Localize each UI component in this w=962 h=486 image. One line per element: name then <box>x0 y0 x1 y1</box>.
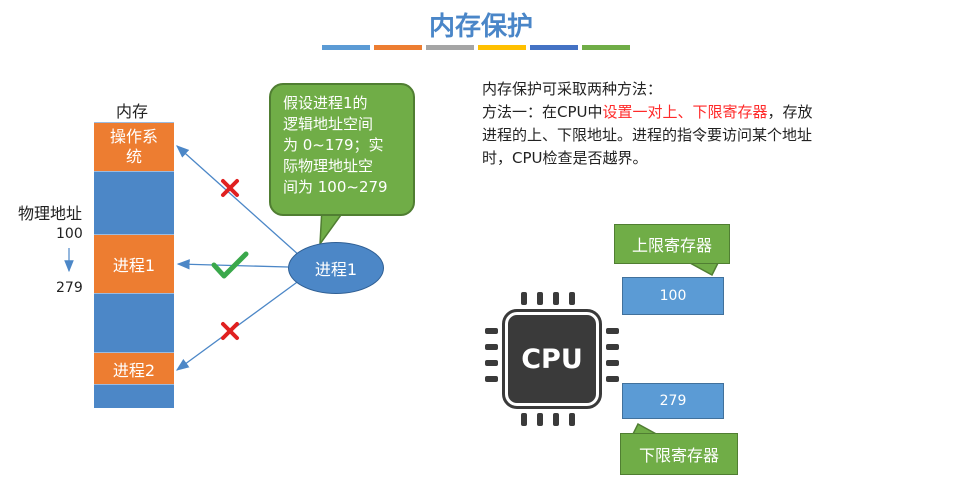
description-highlight: 设置一对上、下限寄存器 <box>602 103 768 121</box>
cpu-chip-label: CPU <box>521 343 583 375</box>
memory-label: 内存 <box>116 102 149 121</box>
physical-address-start: 100 <box>56 226 83 242</box>
lower-register-value: 279 <box>622 383 724 419</box>
process-node-label: 进程1 <box>314 260 358 279</box>
memory-free-block-2 <box>94 294 174 352</box>
description-text: 内存保护可采取两种方法： 方法一：在CPU中设置一对上、下限寄存器，存放 进程的… <box>482 78 932 170</box>
title-bar-3 <box>426 45 474 50</box>
memory-os-label-line2: 统 <box>125 147 142 166</box>
memory-process2-block: 进程2 <box>94 352 174 385</box>
title-bar-2 <box>374 45 422 50</box>
title-bar-4 <box>478 45 526 50</box>
title-bar-1 <box>322 45 370 50</box>
description-line-3: 进程的上、下限地址。进程的指令要访问某个地址 <box>482 126 813 144</box>
cross-icon <box>221 179 239 197</box>
bubble-line-2: 逻辑地址空间 <box>283 115 374 133</box>
arrow-to-os <box>176 145 301 257</box>
cross-icon <box>221 322 239 340</box>
process-info-bubble: 假设进程1的 逻辑地址空间 为 0~179；实 际物理地址空 间为 100~27… <box>269 83 415 216</box>
memory-process1-label: 进程1 <box>112 256 156 275</box>
bubble-line-3: 为 0~179；实 <box>283 136 384 154</box>
memory-os-label-line1: 操作系 <box>109 127 158 146</box>
upper-register-pointer <box>689 262 720 277</box>
memory-free-block-1 <box>94 172 174 234</box>
lower-register-label: 下限寄存器 <box>620 433 738 475</box>
description-line-4: 时，CPU检查是否越界。 <box>482 149 648 167</box>
memory-process2-label: 进程2 <box>112 360 156 380</box>
description-line-2: 方法一：在CPU中设置一对上、下限寄存器，存放 <box>482 101 932 124</box>
cpu-pins-icon <box>485 292 619 426</box>
memory-os-block: 操作系 统 <box>94 122 174 172</box>
title-bar-6 <box>582 45 630 50</box>
process-node: 进程1 <box>288 242 384 294</box>
description-line-2-prefix: 方法一：在CPU中 <box>482 103 603 121</box>
bubble-line-1: 假设进程1的 <box>283 94 368 112</box>
check-icon <box>211 251 249 279</box>
bubble-line-5: 间为 100~279 <box>283 178 388 196</box>
bubble-line-4: 际物理地址空 <box>283 157 374 175</box>
description-line-1: 内存保护可采取两种方法： <box>482 80 663 98</box>
upper-register-label: 上限寄存器 <box>614 224 730 264</box>
memory-free-block-3 <box>94 385 174 408</box>
cpu-chip-icon: CPU <box>502 309 602 409</box>
physical-address-label: 物理地址 <box>18 204 83 223</box>
physical-address-end: 279 <box>56 280 83 296</box>
page-title: 内存保护 <box>428 12 533 42</box>
upper-register-value: 100 <box>622 277 724 315</box>
memory-process1-block: 进程1 <box>94 234 174 294</box>
title-bar-5 <box>530 45 578 50</box>
description-line-2-suffix: ，存放 <box>767 103 813 121</box>
